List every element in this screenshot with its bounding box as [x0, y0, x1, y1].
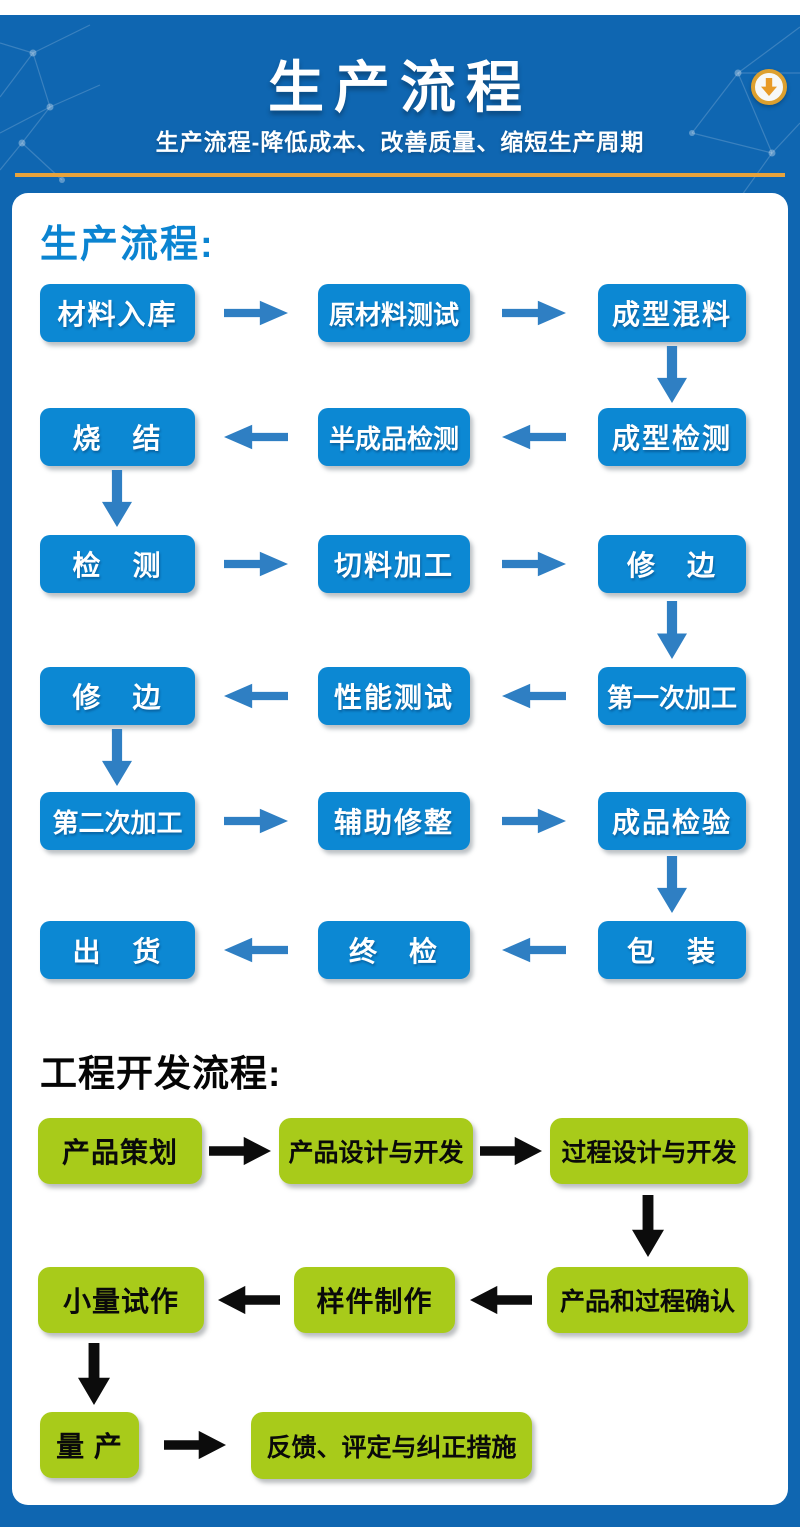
production-step-box: 烧 结 — [40, 408, 195, 466]
engineering-step-box: 量 产 — [40, 1412, 139, 1478]
hero-header: 生产流程 生产流程-降低成本、改善质量、缩短生产周期 — [0, 15, 800, 195]
down-arrow-icon — [761, 78, 777, 96]
arrow-left-icon — [224, 683, 288, 709]
arrow-left-icon — [470, 1285, 532, 1315]
arrow-down-icon — [78, 1343, 110, 1405]
production-step-box: 修 边 — [598, 535, 746, 593]
scroll-down-button[interactable] — [751, 69, 787, 105]
arrow-right-icon — [224, 808, 288, 834]
arrow-right-icon — [164, 1430, 226, 1460]
arrow-down-icon — [102, 470, 132, 527]
production-step-box: 修 边 — [40, 667, 195, 725]
arrow-down-icon — [632, 1195, 664, 1257]
production-step-box: 性能测试 — [318, 667, 470, 725]
production-step-box: 成型检测 — [598, 408, 746, 466]
arrow-left-icon — [224, 424, 288, 450]
arrow-down-icon — [657, 346, 687, 403]
arrow-right-icon — [209, 1136, 271, 1166]
arrow-down-icon — [102, 729, 132, 786]
arrow-left-icon — [502, 424, 566, 450]
production-flow-heading: 生产流程: — [40, 224, 215, 266]
production-step-box: 原材料测试 — [318, 284, 470, 342]
arrow-right-icon — [502, 300, 566, 326]
engineering-step-box: 产品和过程确认 — [547, 1267, 748, 1333]
production-step-box: 辅助修整 — [318, 792, 470, 850]
production-step-box: 出 货 — [40, 921, 195, 979]
production-step-box: 切料加工 — [318, 535, 470, 593]
arrow-left-icon — [502, 683, 566, 709]
arrow-right-icon — [224, 300, 288, 326]
engineering-step-box: 样件制作 — [294, 1267, 455, 1333]
production-step-box: 包 装 — [598, 921, 746, 979]
production-step-box: 半成品检测 — [318, 408, 470, 466]
production-step-box: 第二次加工 — [40, 792, 195, 850]
arrow-down-icon — [657, 601, 687, 659]
arrow-left-icon — [224, 937, 288, 963]
production-step-box: 成品检验 — [598, 792, 746, 850]
arrow-right-icon — [480, 1136, 542, 1166]
engineering-step-box: 过程设计与开发 — [550, 1118, 748, 1184]
arrow-left-icon — [502, 937, 566, 963]
top-white-strip — [0, 0, 800, 15]
engineering-step-box: 反馈、评定与纠正措施 — [251, 1412, 532, 1479]
arrow-right-icon — [224, 551, 288, 577]
engineering-step-box: 产品策划 — [38, 1118, 202, 1184]
production-step-box: 检 测 — [40, 535, 195, 593]
production-step-box: 成型混料 — [598, 284, 746, 342]
engineering-flow-heading: 工程开发流程: — [40, 1053, 282, 1094]
production-step-box: 第一次加工 — [598, 667, 746, 725]
constellation-pattern — [0, 24, 800, 195]
production-step-box: 材料入库 — [40, 284, 195, 342]
page-title: 生产流程 — [268, 56, 532, 119]
engineering-step-box: 小量试作 — [38, 1267, 204, 1333]
page-subtitle: 生产流程-降低成本、改善质量、缩短生产周期 — [155, 129, 645, 155]
arrow-right-icon — [502, 551, 566, 577]
arrow-right-icon — [502, 808, 566, 834]
arrow-down-icon — [657, 856, 687, 913]
gold-divider — [15, 173, 785, 177]
content-card: 生产流程: 材料入库 原材料测试 成型混料 烧 结 半成品检测 成型检测 检 测… — [12, 193, 788, 1505]
engineering-step-box: 产品设计与开发 — [279, 1118, 473, 1184]
production-step-box: 终 检 — [318, 921, 470, 979]
arrow-left-icon — [218, 1285, 280, 1315]
